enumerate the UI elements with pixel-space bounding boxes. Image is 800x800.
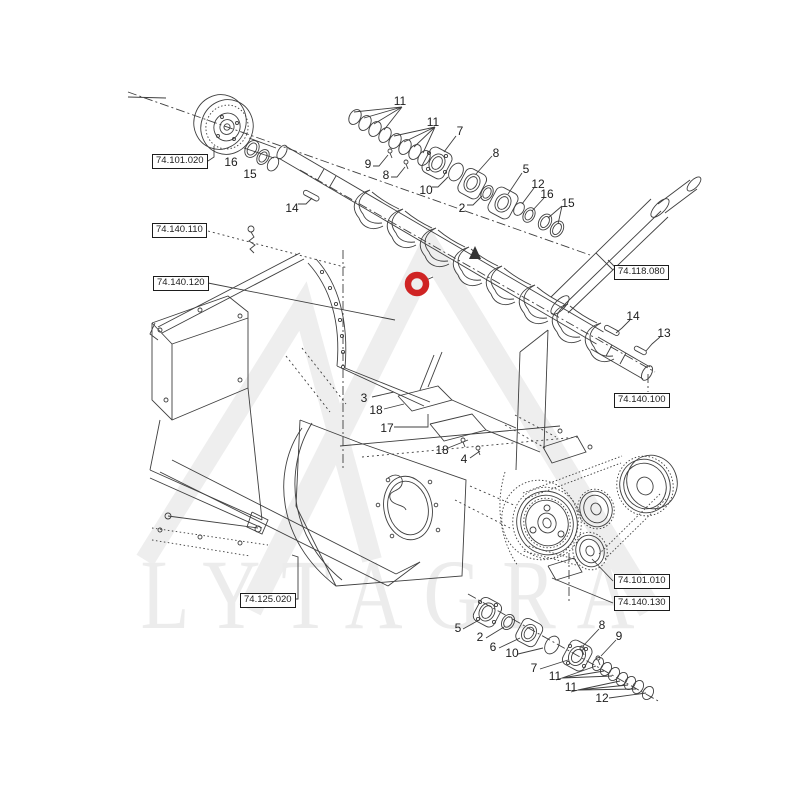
part-label: 74.140.100 bbox=[614, 393, 670, 408]
belt-drive bbox=[454, 414, 678, 604]
part-label: 74.101.020 bbox=[152, 154, 208, 169]
auger-spiral bbox=[353, 189, 615, 363]
part-label: 74.101.010 bbox=[614, 574, 670, 589]
exploded-bottom bbox=[462, 597, 655, 701]
callout-14: 14 bbox=[626, 309, 640, 323]
drive-pulley bbox=[193, 94, 277, 159]
frame-upper bbox=[149, 225, 541, 453]
callout-7: 7 bbox=[530, 661, 538, 675]
callout-15: 15 bbox=[561, 196, 575, 210]
mount-plates bbox=[371, 351, 487, 459]
callout-10: 10 bbox=[505, 646, 519, 660]
callout-11: 11 bbox=[564, 680, 578, 694]
callout-2: 2 bbox=[458, 201, 466, 215]
callout-7: 7 bbox=[456, 124, 464, 138]
frame-lower-left bbox=[149, 387, 269, 557]
callout-10: 10 bbox=[419, 183, 433, 197]
callout-18: 18 bbox=[435, 443, 449, 457]
callout-5: 5 bbox=[454, 621, 462, 635]
callout-11: 11 bbox=[426, 115, 440, 129]
callout-5: 5 bbox=[522, 162, 530, 176]
callout-8: 8 bbox=[492, 146, 500, 160]
part-label: 74.140.130 bbox=[614, 596, 670, 611]
callout-3: 3 bbox=[360, 391, 368, 405]
watermark-text: LYTAGRA bbox=[141, 539, 656, 650]
part-label: 74.125.020 bbox=[240, 593, 296, 608]
callout-12: 12 bbox=[531, 177, 545, 191]
auger-shaft bbox=[276, 144, 604, 345]
click-marker bbox=[404, 271, 430, 297]
callout-11: 11 bbox=[548, 669, 562, 683]
callout-16: 16 bbox=[224, 155, 238, 169]
side-panel bbox=[283, 329, 579, 587]
callout-11: 11 bbox=[393, 94, 407, 108]
callout-8: 8 bbox=[598, 618, 606, 632]
snap-ring-row bbox=[348, 106, 436, 166]
callout-12: 12 bbox=[595, 691, 609, 705]
part-label: 74.118.080 bbox=[614, 265, 669, 280]
line-art bbox=[127, 91, 702, 703]
label-leaders bbox=[207, 146, 396, 600]
pulley-washers bbox=[244, 140, 280, 172]
callout-4: 4 bbox=[460, 452, 468, 466]
watermark: LYTAGRA bbox=[136, 225, 661, 650]
callout-9: 9 bbox=[364, 157, 372, 171]
small-screws-top bbox=[373, 148, 409, 178]
callout-18: 18 bbox=[369, 403, 383, 417]
callout-17: 17 bbox=[380, 421, 394, 435]
callout-9: 9 bbox=[615, 629, 623, 643]
stub-shaft bbox=[590, 319, 661, 381]
callout-14: 14 bbox=[285, 201, 299, 215]
callout-15: 15 bbox=[243, 167, 257, 181]
shaft-key-top bbox=[298, 189, 320, 205]
frame-bottom-panel bbox=[159, 459, 421, 587]
callout-6: 6 bbox=[489, 640, 497, 654]
cover-tube bbox=[550, 176, 702, 315]
part-label: 74.140.120 bbox=[153, 276, 209, 291]
callout-13: 13 bbox=[657, 326, 671, 340]
part-label: 74.140.110 bbox=[152, 223, 207, 238]
callout-16: 16 bbox=[540, 187, 554, 201]
callout-8: 8 bbox=[382, 168, 390, 182]
exploded-top bbox=[421, 135, 565, 238]
callout-2: 2 bbox=[476, 630, 484, 644]
